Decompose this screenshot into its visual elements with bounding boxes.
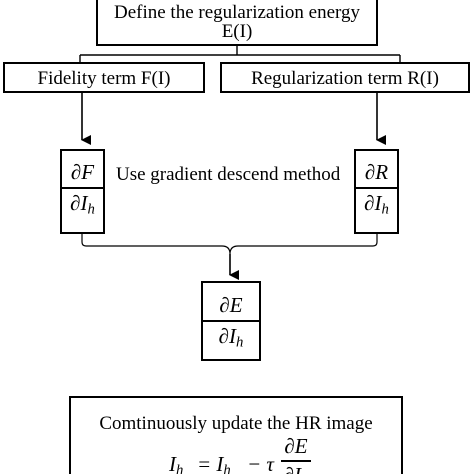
dr-numerator: ∂R [364,160,389,184]
df-fraction-box: ∂F ∂Ih [60,149,105,234]
equation-fraction-bar [281,460,311,462]
energy-definition-line1: Define the regularization energy [113,2,360,23]
dr-fraction-box: ∂R ∂Ih [354,149,399,234]
energy-definition-box: Define the regularization energy E(I) [96,0,378,46]
update-hr-box: Comtinuously update the HR image Ih = Ih… [69,396,403,474]
dr-denominator: ∂Ih [362,190,391,218]
split-connector [79,46,401,62]
de-fraction-box: ∂E ∂Ih [201,281,261,361]
equation-fraction-den: ∂Ih [284,463,309,474]
equation-minus-tau: − τ [247,452,274,474]
merge-bracket [81,234,378,255]
equation-lhs-base: I [169,452,176,474]
regularization-term-box: Regularization term R(I) [220,62,470,93]
df-fraction-bar [62,187,103,189]
de-fraction: ∂E ∂Ih [203,293,259,351]
fidelity-term-label: Fidelity term F(I) [37,68,171,89]
df-numerator: ∂F [70,160,95,184]
equation-lhs: Ih [169,454,183,474]
dr-denominator-base: ∂I [364,190,382,215]
equation-mid-sub: h [223,462,231,474]
de-fraction-bar [203,320,259,322]
df-fraction: ∂F ∂Ih [62,160,103,218]
dr-denominator-sub: h [381,201,389,218]
de-denominator: ∂Ih [217,323,246,351]
dr-fraction-bar [356,187,397,189]
update-hr-title: Comtinuously update the HR image [99,413,373,434]
de-denominator-base: ∂I [218,323,237,348]
de-denominator-sub: h [236,334,244,351]
df-denominator-base: ∂I [70,190,88,215]
dr-fraction: ∂R ∂Ih [356,160,397,218]
equation-fraction-den-base: ∂I [284,463,301,474]
regularization-term-label: Regularization term R(I) [251,68,439,89]
equation-fraction-num: ∂E [284,434,308,458]
gradient-method-label: Use gradient descend method [116,164,341,185]
fidelity-term-box: Fidelity term F(I) [3,62,205,93]
equation-mid-base: = I [197,452,224,474]
df-denominator-sub: h [87,201,95,218]
de-numerator: ∂E [219,293,243,317]
equation-fraction: ∂E ∂Ih [281,436,311,474]
equation-lhs-sub: h [176,462,184,474]
df-denominator: ∂Ih [68,190,97,218]
energy-definition-line2: E(I) [221,21,253,42]
equation-mid: = Ih [197,454,231,474]
